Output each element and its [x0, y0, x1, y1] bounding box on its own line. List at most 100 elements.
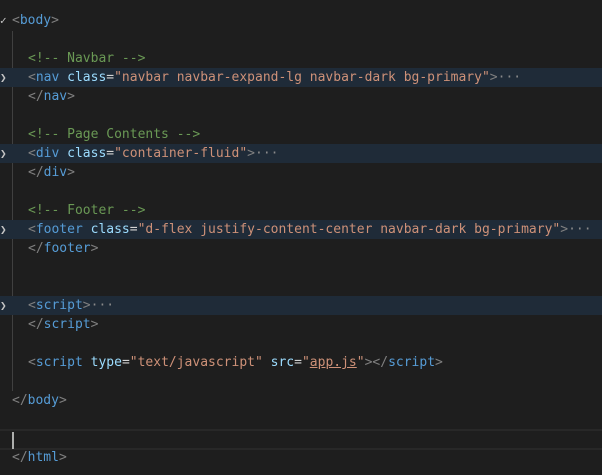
token-br: >	[489, 70, 498, 85]
code-text: <script>···	[28, 296, 114, 315]
code-line[interactable]: ✓<body>	[0, 11, 602, 30]
code-text: </nav>	[28, 87, 75, 106]
token-br: >	[247, 146, 255, 161]
token-tag: script	[35, 355, 83, 370]
token-attr: type	[90, 355, 122, 370]
token-br: >	[67, 165, 75, 180]
fold-chevron-icon[interactable]: ❯	[0, 147, 7, 160]
token-tag: body	[19, 13, 52, 28]
token-br: >	[51, 13, 59, 28]
token-br: <	[28, 298, 36, 313]
token-str: "navbar navbar-expand-lg navbar-dark bg-…	[114, 70, 490, 85]
token-br: >	[58, 393, 67, 408]
token-str: "d-flex justify-content-center navbar-da…	[137, 222, 561, 237]
file-link[interactable]: app.js	[309, 355, 357, 370]
code-text: </footer>	[28, 239, 98, 258]
token-br: </	[12, 450, 28, 465]
code-text: </script>	[28, 315, 98, 334]
token-sp	[83, 222, 91, 237]
code-line[interactable]: </nav>	[0, 87, 602, 106]
token-br: <	[28, 146, 36, 161]
token-sp	[83, 355, 91, 370]
indent-guide	[12, 31, 13, 391]
token-br: </	[28, 317, 44, 332]
token-tag: div	[35, 146, 60, 161]
code-line[interactable]: </footer>	[0, 239, 602, 258]
token-br: <	[28, 355, 36, 370]
code-line[interactable]: <script type="text/javascript" src="app.…	[0, 353, 602, 372]
text-cursor	[12, 432, 14, 449]
token-br: </	[28, 241, 44, 256]
token-sp	[59, 70, 67, 85]
token-br: >	[82, 298, 91, 313]
code-line[interactable]: ❯ <div class="container-fluid">···	[0, 144, 602, 163]
token-tag: body	[27, 393, 59, 408]
token-tag: footer	[43, 241, 91, 256]
code-text: <!-- Page Contents -->	[28, 125, 200, 144]
token-eq: =	[121, 355, 130, 370]
fold-chevron-icon[interactable]: ❯	[0, 223, 7, 236]
token-eq: =	[294, 355, 302, 370]
code-line[interactable]	[0, 429, 602, 450]
fold-chevron-icon[interactable]: ❯	[0, 299, 7, 312]
token-br: </	[28, 89, 44, 104]
code-text: <!-- Navbar -->	[28, 49, 145, 68]
code-line[interactable]: </script>	[0, 315, 602, 334]
code-line[interactable]: <!-- Page Contents -->	[0, 125, 602, 144]
code-line[interactable]: ❯ <footer class="d-flex justify-content-c…	[0, 220, 602, 239]
token-str: "container-fluid"	[114, 146, 248, 161]
code-text: <footer class="d-flex justify-content-ce…	[28, 220, 592, 239]
token-br: ></	[364, 355, 389, 370]
token-tag: script	[388, 355, 436, 370]
token-str: "text/javascript"	[129, 355, 263, 370]
token-cmt: <!-- Page Contents -->	[28, 127, 201, 142]
token-br: >	[560, 222, 569, 237]
token-eq: =	[129, 222, 138, 237]
code-text: <!-- Footer -->	[28, 201, 145, 220]
token-eq: =	[106, 146, 115, 161]
code-line[interactable]: <!-- Navbar -->	[0, 49, 602, 68]
token-tag: nav	[43, 89, 68, 104]
token-cmt: <!-- Navbar -->	[28, 51, 146, 66]
token-br: >	[67, 89, 75, 104]
token-sp	[263, 355, 271, 370]
token-br: >	[90, 317, 99, 332]
token-tag: script	[43, 317, 91, 332]
code-line[interactable]: </html>	[0, 448, 602, 467]
token-eq: =	[106, 70, 115, 85]
code-text: </div>	[28, 163, 75, 182]
token-attr: class	[90, 222, 130, 237]
code-text: </body>	[12, 391, 67, 410]
folded-ellipsis[interactable]: ···	[255, 146, 279, 161]
token-str: "	[356, 355, 365, 370]
folded-ellipsis[interactable]: ···	[568, 222, 592, 237]
fold-chevron-icon[interactable]: ❯	[0, 71, 7, 84]
token-tag: html	[27, 450, 59, 465]
token-attr: src	[270, 355, 295, 370]
token-tag: div	[43, 165, 68, 180]
token-attr: class	[67, 146, 107, 161]
token-attr: class	[67, 70, 107, 85]
code-line[interactable]: ❯ <script>···	[0, 296, 602, 315]
token-br: </	[28, 165, 44, 180]
token-br: <	[12, 13, 20, 28]
token-br: >	[58, 450, 67, 465]
code-text: <script type="text/javascript" src="app.…	[28, 353, 443, 372]
token-br: <	[28, 70, 36, 85]
code-line[interactable]: <!-- Footer -->	[0, 201, 602, 220]
code-line[interactable]: </body>	[0, 391, 602, 410]
folded-ellipsis[interactable]: ···	[90, 298, 115, 313]
code-line[interactable]: ❯ <nav class="navbar navbar-expand-lg nav…	[0, 68, 602, 87]
token-br: <	[28, 222, 36, 237]
code-text: <body>	[12, 11, 59, 30]
code-text: <div class="container-fluid">···	[28, 144, 278, 163]
token-tag: script	[35, 298, 83, 313]
folded-ellipsis[interactable]: ···	[497, 70, 522, 85]
token-sp	[59, 146, 67, 161]
token-str: "	[301, 355, 310, 370]
code-line[interactable]: </div>	[0, 163, 602, 182]
token-tag: nav	[35, 70, 60, 85]
token-br: >	[435, 355, 443, 370]
token-cmt: <!-- Footer -->	[28, 203, 146, 218]
